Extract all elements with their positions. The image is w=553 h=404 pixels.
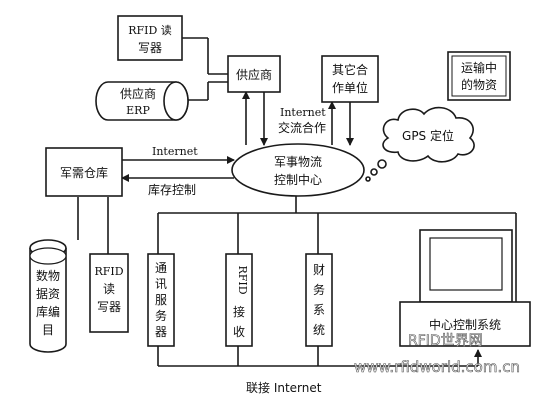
supplier-label: 供应商 bbox=[236, 67, 272, 82]
rfid-writer-top-node: RFID 读 写器 bbox=[117, 15, 183, 61]
supplier-erp-label-2: ERP bbox=[126, 104, 150, 117]
central-control-node: 中心控制系统 bbox=[399, 229, 531, 347]
transport-node: 运输中 的物资 bbox=[447, 51, 511, 101]
comm-server-char-3: 服 bbox=[155, 293, 167, 307]
finance-char-1: 财 bbox=[313, 263, 325, 277]
rfid-writer-bottom-label-3: 写器 bbox=[97, 300, 121, 314]
connectors bbox=[77, 37, 517, 367]
center-label-1: 军事物流 bbox=[274, 155, 322, 169]
internet-left-label: Internet bbox=[152, 145, 198, 158]
comm-server-char-4: 务 bbox=[155, 308, 167, 323]
rfid-writer-top-label-2: 写器 bbox=[138, 41, 162, 55]
database-node: 数物 据资 库编 目 bbox=[29, 239, 67, 353]
watermark: RFID世界网 www.rfidworld.com.cn bbox=[354, 333, 521, 377]
other-units-label-2: 作单位 bbox=[332, 80, 368, 95]
rfid-writer-bottom-label-1: RFID bbox=[94, 265, 123, 278]
finance-char-4: 统 bbox=[313, 323, 325, 337]
comm-server-node: 通 讯 服 务 器 bbox=[147, 253, 175, 347]
center-node: 军事物流 控制中心 bbox=[231, 143, 365, 197]
center-label-2: 控制中心 bbox=[274, 172, 322, 187]
transport-label-2: 的物资 bbox=[461, 77, 497, 92]
warehouse-node: 军需仓库 bbox=[45, 147, 123, 197]
watermark-line-1: RFID世界网 bbox=[408, 333, 483, 349]
gps-cloud-node: GPS 定位 bbox=[365, 106, 475, 182]
supplier-node: 供应商 bbox=[227, 55, 281, 93]
rfid-receive-label-2: 接 bbox=[233, 304, 245, 319]
finance-node: 财 务 系 统 bbox=[305, 253, 333, 347]
internet-coop-label-1: Internet bbox=[280, 106, 326, 119]
rfid-receive-label-3: 收 bbox=[233, 325, 245, 339]
finance-char-3: 系 bbox=[313, 303, 325, 317]
gps-label: GPS 定位 bbox=[402, 128, 454, 143]
database-label-3: 库编 bbox=[36, 304, 60, 319]
bottom-internet-label: 联接 Internet bbox=[246, 380, 322, 395]
comm-server-char-5: 器 bbox=[155, 325, 167, 339]
database-label-4: 目 bbox=[42, 323, 54, 337]
database-label-2: 据资 bbox=[36, 287, 60, 301]
inventory-control-label: 库存控制 bbox=[148, 182, 196, 197]
comm-server-char-2: 讯 bbox=[155, 277, 167, 291]
monitor-icon bbox=[419, 229, 513, 303]
database-label-1: 数物 bbox=[36, 268, 60, 283]
rfid-writer-top-label-1: RFID 读 bbox=[128, 23, 172, 37]
rfid-writer-bottom-node: RFID 读 写器 bbox=[89, 253, 129, 333]
supplier-erp-node: 供应商 ERP bbox=[95, 81, 189, 121]
rfid-writer-bottom-label-2: 读 bbox=[103, 282, 115, 296]
supplier-erp-label-1: 供应商 bbox=[120, 86, 156, 101]
finance-char-2: 务 bbox=[313, 282, 325, 297]
watermark-line-2: www.rfidworld.com.cn bbox=[354, 358, 520, 376]
rfid-receive-label-1: RFID bbox=[236, 265, 249, 294]
other-units-label-1: 其它合 bbox=[332, 62, 368, 77]
central-control-label: 中心控制系统 bbox=[429, 317, 501, 332]
rfid-receive-node: RFID 接 收 bbox=[225, 253, 253, 347]
warehouse-label: 军需仓库 bbox=[60, 165, 108, 180]
comm-server-char-1: 通 bbox=[155, 261, 167, 275]
other-units-node: 其它合 作单位 bbox=[321, 55, 379, 103]
transport-label-1: 运输中 bbox=[461, 60, 497, 75]
internet-coop-label-2: 交流合作 bbox=[278, 120, 326, 135]
